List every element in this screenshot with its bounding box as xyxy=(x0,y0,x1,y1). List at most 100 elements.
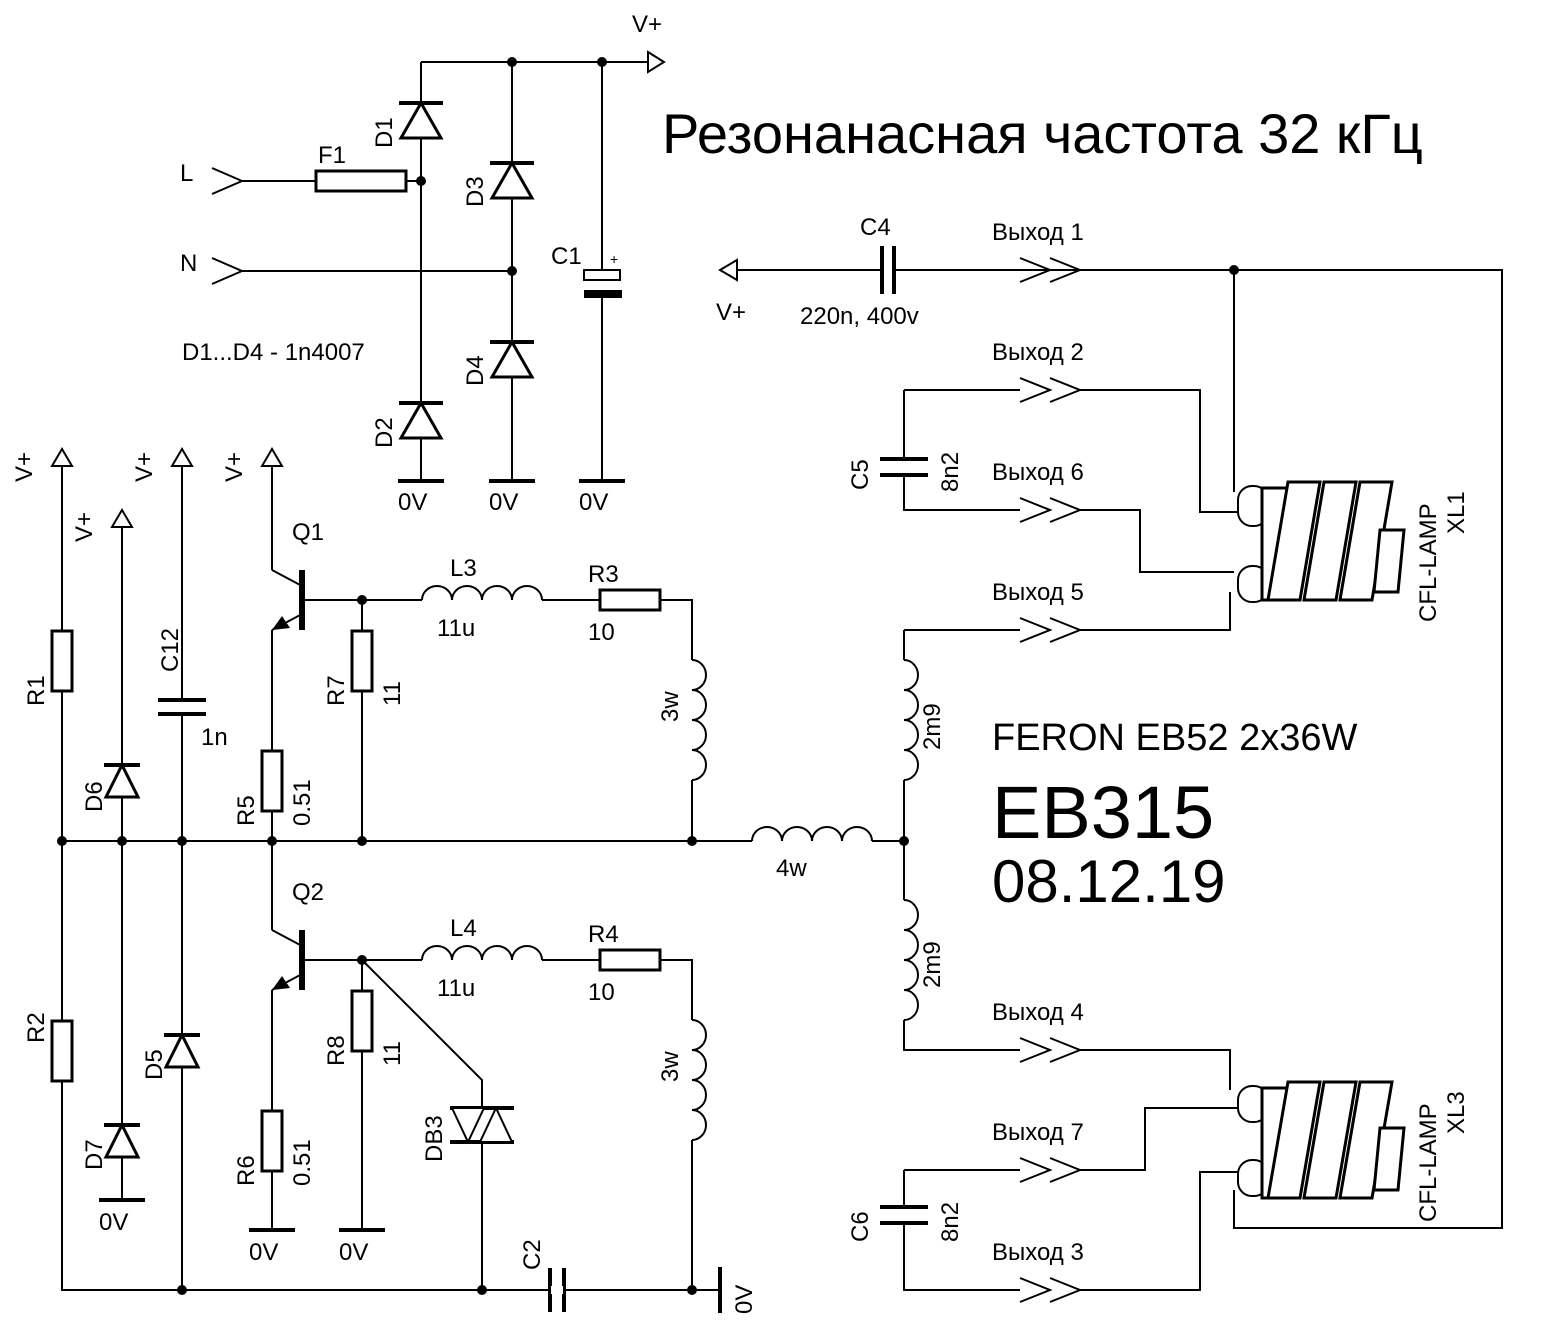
resistor-r7 xyxy=(350,629,374,693)
capacitor-c1 xyxy=(583,269,621,281)
diode-d4-label: D4 xyxy=(462,355,489,386)
inductor-3w-bottom xyxy=(691,1019,707,1141)
lamp-xl1-label: XL1 xyxy=(1443,491,1470,534)
output-2-label: Выход 2 xyxy=(992,339,1084,366)
capacitor-c1-label: C1 xyxy=(551,243,582,270)
resistor-r6 xyxy=(260,1109,284,1173)
diode-d2-label: D2 xyxy=(371,417,398,448)
output-4-connector xyxy=(1019,1037,1083,1063)
vplus-label-q1: V+ xyxy=(221,452,248,482)
resistor-r4-label: R4 xyxy=(588,921,619,948)
resistor-r3-label: R3 xyxy=(588,561,619,588)
resistor-r3 xyxy=(598,588,662,612)
resistor-r2 xyxy=(50,1019,74,1083)
input-l-arrow xyxy=(211,167,316,195)
inductor-l4 xyxy=(421,945,543,961)
resistor-r4 xyxy=(598,948,662,972)
capacitor-c5-value: 8n2 xyxy=(937,452,964,492)
transistor-q1 xyxy=(271,569,305,631)
capacitor-c12-label: C12 xyxy=(157,628,184,672)
schematic-title: Резонанасная частота 32 кГц xyxy=(662,102,1423,165)
diode-d5 xyxy=(163,1031,201,1069)
capacitor-c2 xyxy=(548,1268,566,1312)
diode-d6 xyxy=(103,761,141,799)
input-l-label: L xyxy=(180,160,193,187)
vplus-arrow-r1 xyxy=(50,447,74,631)
inductor-l4-label: L4 xyxy=(450,915,477,942)
capacitor-c4-value: 220n, 400v xyxy=(800,303,919,330)
diode-d4 xyxy=(489,338,535,379)
resistor-r7-label: R7 xyxy=(323,675,350,706)
vplus-label-top: V+ xyxy=(632,11,662,38)
ground-label-2: 0V xyxy=(489,489,518,516)
resistor-r5-label: R5 xyxy=(233,795,260,826)
diode-d3-label: D3 xyxy=(462,176,489,207)
diode-d1 xyxy=(398,99,444,140)
diac-db3 xyxy=(450,1105,514,1145)
vplus-label-c12: V+ xyxy=(131,452,158,482)
inductor-4w xyxy=(751,826,873,842)
ground-label-d7: 0V xyxy=(99,1209,128,1236)
input-n-label: N xyxy=(180,250,197,277)
vplus-label-d6: V+ xyxy=(71,512,98,542)
resistor-r8-value: 11 xyxy=(379,1041,406,1066)
output-5-connector xyxy=(1019,617,1083,643)
lamp-xl1-icon xyxy=(1237,480,1406,603)
inductor-3w-bottom-label: 3w xyxy=(657,1051,684,1082)
resistor-r3-value: 10 xyxy=(588,619,615,646)
capacitor-c12-value: 1n xyxy=(201,724,228,751)
resistor-r8 xyxy=(350,989,374,1053)
resistor-r6-label: R6 xyxy=(233,1155,260,1186)
resistor-r7-value: 11 xyxy=(379,681,406,706)
inductor-l4-value: 11u xyxy=(437,975,475,1002)
lamp-xl3-icon xyxy=(1237,1080,1406,1200)
inductor-3w-top xyxy=(691,659,707,781)
fuse-f1-label: F1 xyxy=(318,142,346,169)
output-3-connector xyxy=(1019,1277,1083,1303)
capacitor-c5-label: C5 xyxy=(847,459,874,490)
resistor-r1-label: R1 xyxy=(23,675,50,706)
input-n-arrow xyxy=(211,257,512,285)
diode-d1-label: D1 xyxy=(371,117,398,148)
transistor-q1-label: Q1 xyxy=(292,519,324,546)
resistor-r8-label: R8 xyxy=(323,1035,350,1066)
output-7-label: Выход 7 xyxy=(992,1119,1084,1146)
vplus-arrow-top xyxy=(647,50,666,74)
ground-label-r8: 0V xyxy=(339,1239,368,1266)
diac-db3-label: DB3 xyxy=(421,1115,448,1162)
date-label: 08.12.19 xyxy=(992,848,1226,915)
resistor-r6-value: 0.51 xyxy=(289,1139,316,1186)
output-3-label: Выход 3 xyxy=(992,1239,1084,1266)
output-7-connector xyxy=(1019,1157,1083,1183)
inductor-2m9-top xyxy=(903,659,919,781)
diode-d2 xyxy=(398,399,444,440)
diode-d7-label: D7 xyxy=(81,1139,108,1170)
ground-label-r6: 0V xyxy=(249,1239,278,1266)
capacitor-c5 xyxy=(880,457,928,477)
capacitor-c4 xyxy=(880,246,896,294)
output-6-connector xyxy=(1019,497,1083,523)
resistor-r5 xyxy=(260,749,284,813)
capacitor-c1-plus: + xyxy=(610,251,618,267)
ground-label-3: 0V xyxy=(579,489,608,516)
vplus-label-c4: V+ xyxy=(716,299,746,326)
diode-d6-label: D6 xyxy=(81,781,108,812)
inductor-2m9-top-label: 2m9 xyxy=(919,703,946,750)
capacitor-c12 xyxy=(158,698,206,716)
vplus-arrow-q1 xyxy=(260,447,284,570)
capacitor-c2-label: C2 xyxy=(519,1239,546,1270)
vplus-arrow-c12 xyxy=(170,447,194,1290)
inductor-3w-top-label: 3w xyxy=(657,691,684,722)
capacitor-c6-label: C6 xyxy=(847,1211,874,1242)
model-label: FERON EB52 2x36W xyxy=(992,717,1357,759)
rectifier-note: D1...D4 - 1n4007 xyxy=(182,339,365,366)
lamp-xl3-label: XL3 xyxy=(1443,1091,1470,1134)
inductor-l3 xyxy=(421,585,543,601)
diode-d5-label: D5 xyxy=(141,1049,168,1080)
output-2-connector xyxy=(1019,377,1083,403)
resistor-r4-value: 10 xyxy=(588,979,615,1006)
diode-d7 xyxy=(103,1121,141,1159)
ground-label-c2: 0V xyxy=(731,1285,758,1314)
fuse-f1 xyxy=(314,169,408,193)
